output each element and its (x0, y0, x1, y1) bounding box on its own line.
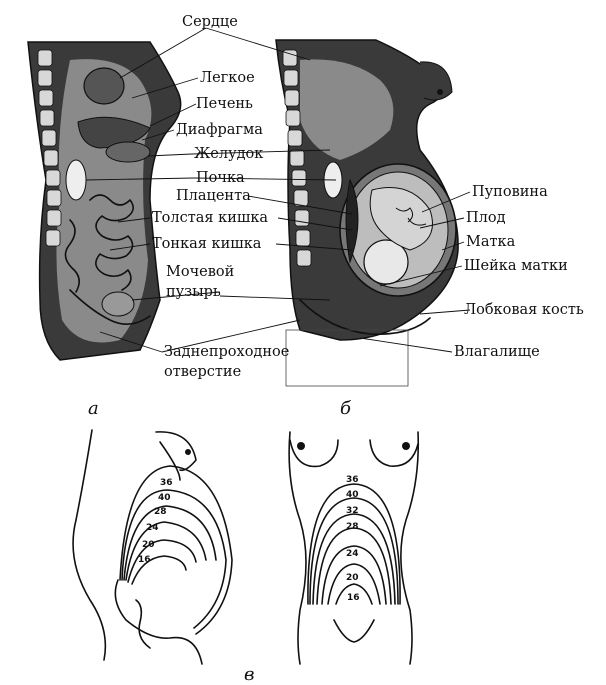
label-vagina: Влагалище (454, 344, 540, 360)
label-anus-1: Заднепроходное (164, 344, 289, 360)
panel-a-section (27, 41, 182, 361)
panel-b-spine (282, 49, 312, 267)
side-week-3: 24 (146, 523, 159, 533)
label-pubic-bone: Лобковая кость (464, 302, 584, 318)
panel-a-stomach (105, 141, 151, 163)
caption-a: а (88, 398, 99, 419)
panel-b-base (285, 329, 409, 387)
front-week-1: 40 (346, 490, 359, 500)
panel-b-placenta (345, 178, 359, 264)
leader-lines (85, 27, 471, 353)
caption-c: в (244, 664, 254, 685)
side-week-5: 16 (138, 555, 151, 565)
label-fetus: Плод (466, 210, 506, 226)
panel-c-front-view: 36 40 32 28 24 20 16 (288, 431, 420, 665)
label-umbilical-cord: Пуповина (472, 184, 548, 200)
panel-c-side-view: 36 40 28 24 20 16 (72, 429, 233, 665)
label-stomach: Желудок (194, 146, 263, 162)
front-week-2: 32 (346, 506, 359, 516)
panel-a-intestines (89, 194, 134, 291)
front-week-3: 28 (346, 522, 359, 532)
side-view-body-outline (72, 429, 107, 661)
label-bladder-2: пузырь (166, 284, 221, 300)
label-bladder-1: Мочевой (166, 264, 234, 280)
label-placenta: Плацента (176, 188, 251, 204)
label-kidney: Почка (196, 170, 245, 186)
labels: Сердце Легкое Печень Диафрагма Желудок П… (152, 14, 584, 380)
label-liver: Печень (196, 96, 253, 112)
label-large-intestine: Толстая кишка (152, 210, 268, 226)
label-heart: Сердце (182, 14, 238, 30)
label-lung: Легкое (200, 70, 255, 86)
panel-a-bladder (101, 291, 135, 317)
caption-b: б (340, 398, 352, 419)
front-week-4: 24 (346, 549, 359, 559)
label-cervix: Шейка матки (464, 258, 568, 274)
panel-a-spine (37, 49, 62, 247)
side-week-4: 20 (142, 540, 155, 550)
panel-a-liver (77, 116, 151, 149)
front-week-5: 20 (346, 573, 359, 583)
front-week-6: 16 (347, 593, 360, 603)
side-week-1: 40 (158, 493, 171, 503)
panel-a-kidney (65, 159, 87, 201)
side-week-2: 28 (154, 507, 167, 517)
side-week-0: 36 (160, 478, 173, 488)
label-uterus: Матка (466, 234, 516, 250)
label-anus-2: отверстие (164, 364, 241, 380)
panel-a-heart (83, 67, 125, 105)
label-small-intestine: Тонкая кишка (152, 236, 262, 252)
panel-b-fetus (363, 187, 433, 285)
front-week-0: 36 (346, 475, 359, 485)
label-diaphragm: Диафрагма (176, 122, 263, 138)
panel-b-section (275, 39, 459, 387)
